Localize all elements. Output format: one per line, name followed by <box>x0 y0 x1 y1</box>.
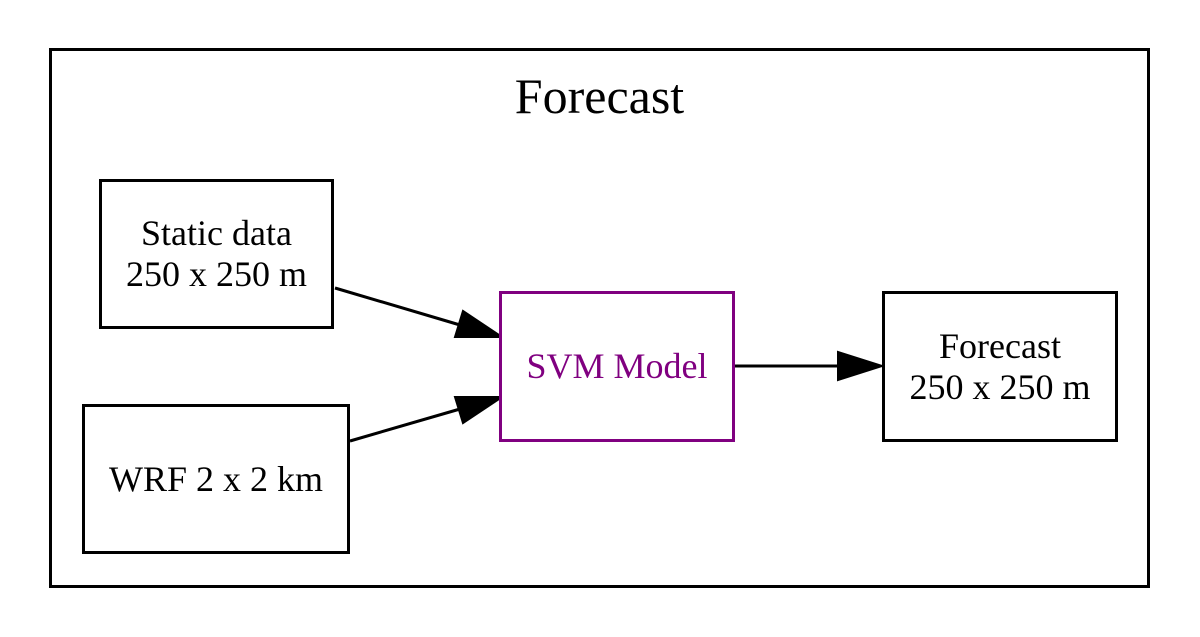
edge-static-to-svm <box>334 286 506 338</box>
node-forecast: Forecast 250 x 250 m <box>882 291 1118 442</box>
arrowhead-icon <box>453 309 506 338</box>
node-static-data-line2: 250 x 250 m <box>125 254 307 294</box>
arrowhead-icon <box>837 350 886 382</box>
node-wrf: WRF 2 x 2 km <box>82 404 350 554</box>
edge-svm-to-forecast <box>735 350 886 382</box>
node-forecast-line2: 250 x 250 m <box>909 366 1091 407</box>
node-wrf-label: WRF 2 x 2 km <box>108 458 323 499</box>
cluster-title: Forecast <box>514 68 685 124</box>
cluster-forecast-frame <box>49 48 1150 588</box>
node-svm-model-label: SVM Model <box>526 346 708 386</box>
node-forecast-line1: Forecast <box>939 325 1061 366</box>
node-static-data: Static data 250 x 250 m <box>99 179 334 329</box>
node-static-data-line1: Static data <box>141 213 292 253</box>
node-svm-model: SVM Model <box>499 291 735 442</box>
arrowhead-icon <box>453 396 506 425</box>
edge-wrf-to-svm <box>349 396 506 443</box>
